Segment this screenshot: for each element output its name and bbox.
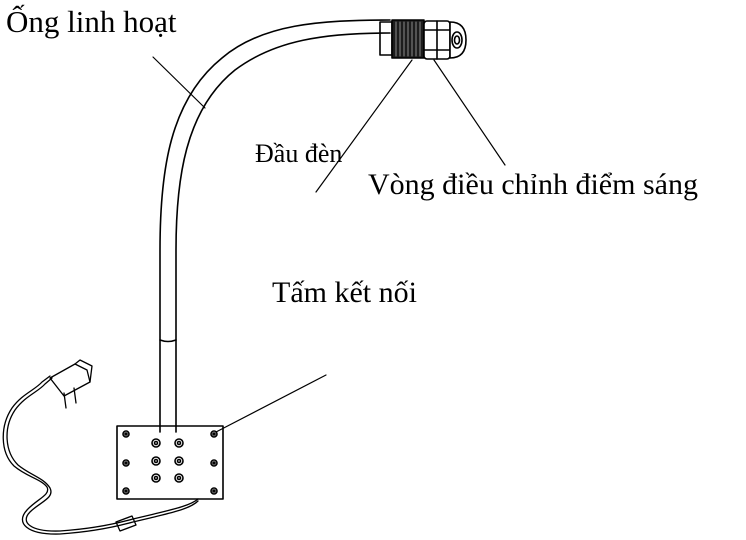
head-leader [315,59,413,193]
power-cord [2,359,199,535]
plate-leader [215,374,327,433]
spot-ring-label: Vòng điều chỉnh điểm sáng [368,168,698,201]
lamp-head-label: Đầu đèn [255,139,343,168]
flexible-tube-label: Ống linh hoạt [6,4,177,39]
mount-plate-label: Tấm kết nối [272,276,417,309]
lamp-head [379,19,467,60]
flexible-tube [159,19,391,433]
mount-plate [116,425,224,500]
tube-joint [159,339,177,343]
ring-leader [433,59,506,166]
tube-leader [152,56,206,109]
